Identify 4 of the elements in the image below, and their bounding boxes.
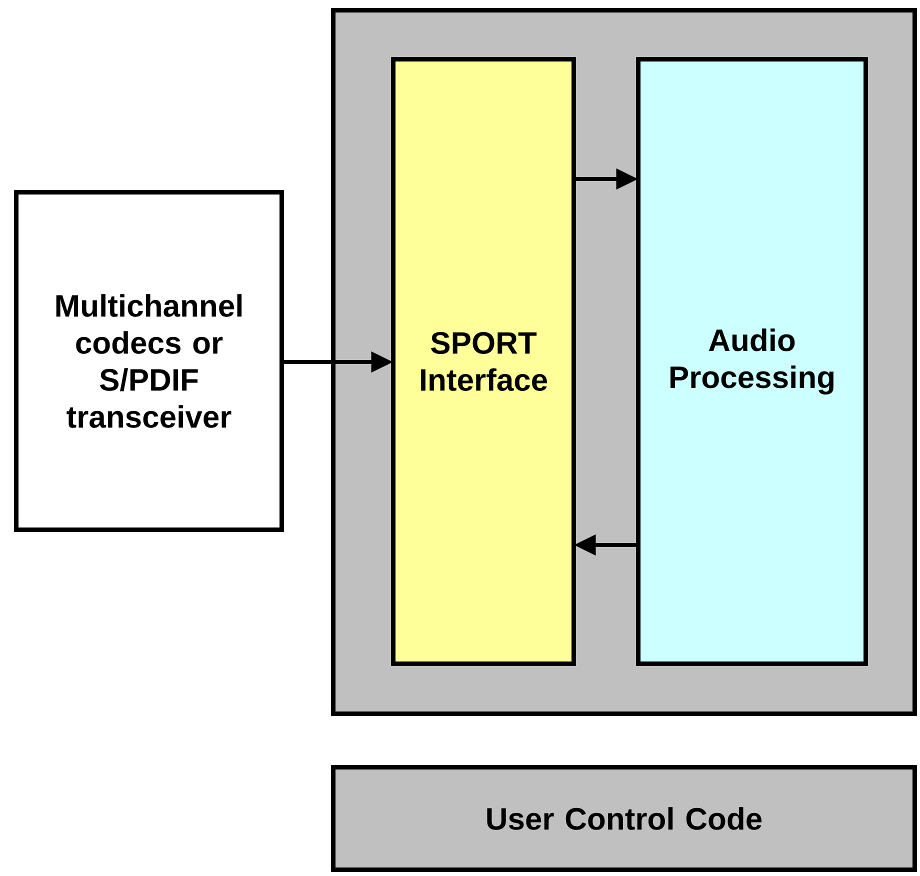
- control-box: User Control Code: [331, 765, 917, 872]
- source-box: Multichannel codecs or S/PDIF transceiver: [14, 190, 284, 532]
- processing-box: Audio Processing: [636, 57, 868, 666]
- interface-box: SPORT Interface: [391, 57, 576, 666]
